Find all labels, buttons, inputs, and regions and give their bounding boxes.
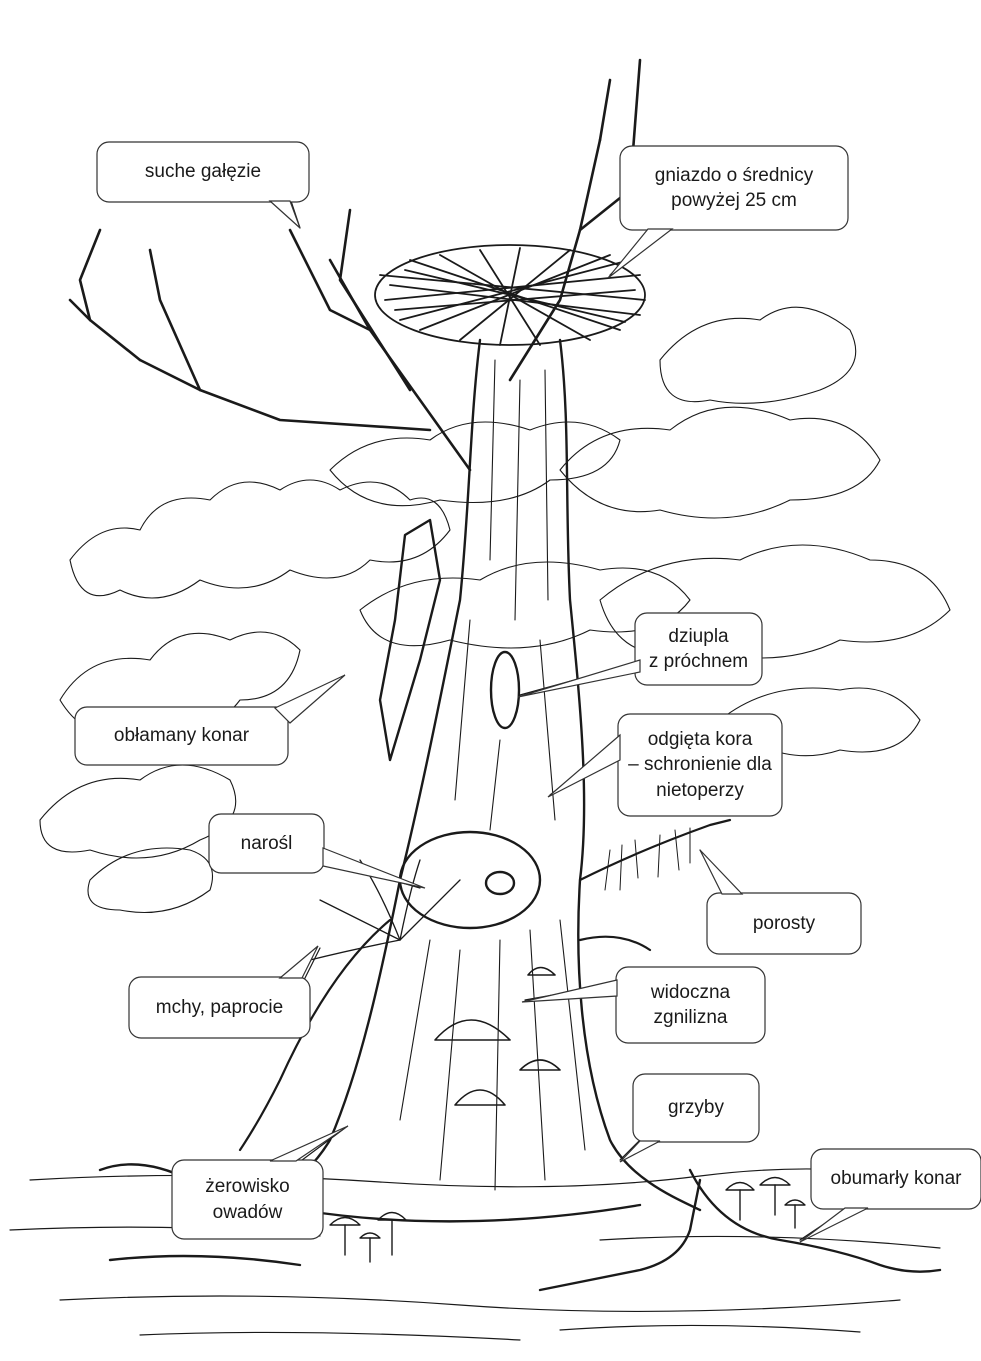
bubble-narosl xyxy=(209,814,425,888)
bark-texture xyxy=(400,360,585,1190)
bubble-dziupla xyxy=(518,613,762,697)
ground-mushrooms xyxy=(330,1178,805,1263)
bubble-gniazdo xyxy=(608,146,848,278)
bubble-oblamany-konar xyxy=(75,675,345,765)
bubble-zerowisko xyxy=(172,1126,348,1239)
bubble-suche-galezie xyxy=(97,142,309,228)
foliage xyxy=(40,307,950,912)
dead-branches xyxy=(70,60,640,470)
bubble-obumarly-konar xyxy=(800,1149,981,1242)
nest xyxy=(375,245,645,345)
bubble-mchy xyxy=(129,946,318,1038)
bubble-zgnilizna xyxy=(522,967,765,1043)
bubble-porosty xyxy=(700,850,861,954)
bubble-grzyby xyxy=(620,1074,759,1162)
